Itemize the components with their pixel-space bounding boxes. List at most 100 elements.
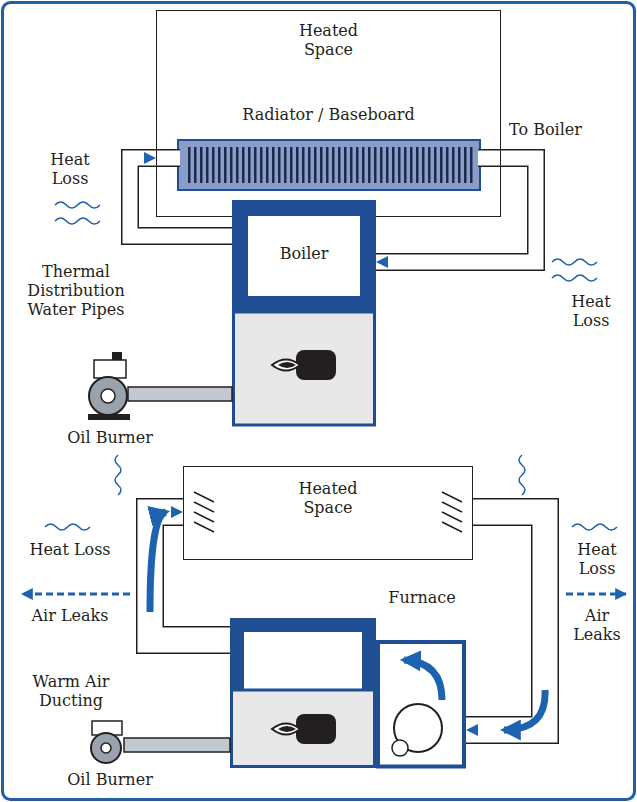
radiator-fin — [284, 147, 287, 183]
radiator-fin — [344, 147, 347, 183]
airflow-arrow — [150, 512, 166, 612]
radiator-fin — [296, 147, 299, 183]
radiator-fin — [428, 147, 431, 183]
burner-tube — [124, 738, 230, 752]
radiator-fin — [446, 147, 449, 183]
radiator-fin — [206, 147, 209, 183]
heated-space-box: Heated SpaceRadiator / Baseboard — [156, 10, 501, 217]
flame — [278, 362, 296, 368]
blower-motor — [392, 740, 408, 756]
water-pipe-wall — [376, 158, 536, 262]
pipe-stub — [478, 151, 501, 166]
pipes-label: Thermal Distribution Water Pipes — [12, 262, 140, 320]
air-leak-label: Air Leaks — [20, 606, 120, 625]
pump-fitting — [112, 352, 122, 360]
radiator-fin — [410, 147, 413, 183]
radiator-fin — [218, 147, 221, 183]
radiator-fin — [278, 147, 281, 183]
motor-base — [88, 414, 130, 420]
radiator-fin — [230, 147, 233, 183]
air-leak-arrow — [22, 593, 130, 596]
radiator-fin — [350, 147, 353, 183]
radiator-fin — [326, 147, 329, 183]
water-pipe — [376, 158, 536, 262]
furnace-housing: Furnace — [230, 580, 466, 768]
radiator-fin — [440, 147, 443, 183]
radiator-fin — [380, 147, 383, 183]
flame — [278, 726, 296, 732]
heat-loss-label: Heat Loss — [20, 540, 120, 559]
heat-wave — [552, 259, 597, 265]
air-duct-wall — [150, 512, 230, 640]
boiler-box: Boiler — [232, 200, 376, 312]
air-leak-label: Air Leaks — [565, 606, 629, 644]
heat-loss-label: Heat Loss — [555, 292, 627, 330]
radiator-fin — [416, 147, 419, 183]
radiator-fin — [320, 147, 323, 183]
radiator-fin — [368, 147, 371, 183]
radiator-fin — [254, 147, 257, 183]
radiator-fin — [200, 147, 203, 183]
blower-compartment — [378, 642, 464, 767]
radiator-fin — [392, 147, 395, 183]
burner-head — [296, 350, 336, 380]
radiator-fin — [458, 147, 461, 183]
air-duct-wall — [466, 512, 545, 730]
radiator-fin — [422, 147, 425, 183]
radiator-fin — [290, 147, 293, 183]
air-duct-bore — [150, 512, 230, 640]
heat-loss-label: Heat Loss — [30, 150, 110, 188]
radiator-fin — [212, 147, 215, 183]
burner-motor — [89, 377, 127, 415]
water-pipe-bore — [130, 158, 232, 236]
radiator-fin — [194, 147, 197, 183]
pipe-stub — [478, 149, 501, 167]
radiator-fin — [314, 147, 317, 183]
water-pipe-wall — [130, 158, 232, 236]
radiator-fin — [404, 147, 407, 183]
radiator-fin — [452, 147, 455, 183]
airflow-arrow — [404, 660, 442, 700]
radiator-fin — [224, 147, 227, 183]
radiator-fin — [398, 147, 401, 183]
pump-housing — [94, 360, 126, 378]
air-leak-arrow — [566, 593, 626, 596]
radiator-fin — [260, 147, 263, 183]
heated-space-box: Heated Space — [183, 466, 473, 560]
air-duct — [150, 512, 230, 640]
air-duct — [466, 512, 545, 730]
heat-wave — [115, 455, 121, 495]
radiator-fin — [434, 147, 437, 183]
air-duct-bore — [466, 512, 545, 730]
radiator-fin — [188, 147, 191, 183]
airflow-arrow — [504, 690, 545, 730]
radiator-fins — [188, 147, 473, 183]
water-pipe — [130, 158, 232, 236]
heat-wave — [552, 275, 597, 281]
frame-border — [3, 3, 635, 800]
heat-wave — [45, 524, 90, 530]
space-heading: Heated Space — [274, 21, 384, 59]
vent-grille — [442, 492, 462, 532]
heat-wave — [572, 524, 617, 530]
heat-wave — [519, 455, 525, 495]
pipe-label: To Boiler — [507, 120, 584, 139]
radiator — [178, 140, 480, 190]
heat-loss-label: Heat Loss — [565, 540, 629, 578]
boiler-label: Boiler — [254, 244, 354, 263]
radiator-fin — [464, 147, 467, 183]
heat-wave — [55, 218, 100, 224]
burner-motor-hub — [101, 743, 111, 753]
vent-grille — [194, 492, 214, 532]
radiator-fin — [386, 147, 389, 183]
burner-label: Oil Burner — [50, 428, 170, 447]
radiator-label: Radiator / Baseboard — [169, 105, 489, 124]
furnace-label: Furnace — [378, 588, 466, 607]
radiator-fin — [470, 147, 473, 183]
pipe-stub — [156, 151, 180, 166]
radiator-fin — [302, 147, 305, 183]
pipe-stub — [156, 149, 180, 167]
burner-motor-hub — [101, 389, 115, 403]
burner-motor — [91, 733, 121, 763]
flame — [272, 360, 300, 371]
